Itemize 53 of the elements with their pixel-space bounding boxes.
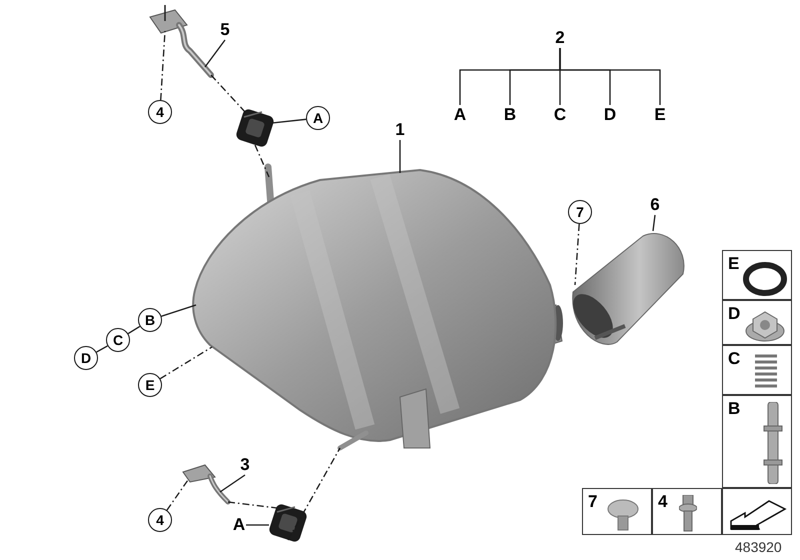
leader-line [574, 224, 580, 286]
part-label: E [728, 254, 740, 274]
leader-line [160, 346, 212, 380]
parts-table-cell [582, 488, 652, 535]
callout-label: 2 [552, 28, 568, 48]
callout-label: B [502, 105, 518, 125]
leader-line [204, 40, 226, 68]
hanger-bracket-drawing [180, 462, 230, 504]
leader-line [210, 74, 246, 114]
leader-line [166, 480, 189, 511]
callout-label: 6 [648, 195, 662, 215]
callout-label: 1 [393, 120, 407, 140]
leader-line [228, 501, 278, 509]
callout-label: C [552, 105, 568, 125]
circled-callout: 7 [568, 200, 592, 224]
part-label: 4 [658, 492, 668, 512]
parts-table-cell [722, 345, 792, 395]
leader-line [246, 524, 269, 526]
circled-callout: B [138, 308, 162, 332]
callout-label: A [232, 515, 246, 535]
part-label: B [728, 399, 740, 419]
circled-callout: 4 [148, 100, 172, 124]
callout-label: 5 [218, 20, 232, 40]
leader-line [272, 118, 306, 124]
part-label: D [728, 304, 740, 324]
leader-line [399, 140, 401, 173]
leader-line [220, 474, 246, 493]
part-label: C [728, 349, 740, 369]
parts-table-cell [722, 488, 792, 535]
part-label: 7 [588, 492, 598, 512]
leader-line [96, 345, 108, 353]
circled-callout: E [138, 373, 162, 397]
parts-table-cell [722, 300, 792, 345]
leader-line [254, 144, 270, 178]
muffler-drawing [190, 165, 565, 450]
callout-label: A [452, 105, 468, 125]
leader-line [652, 214, 656, 232]
leader-line [559, 48, 661, 105]
parts-table-cell [722, 395, 792, 488]
leader-line [160, 30, 166, 100]
parts-table-cell [722, 250, 792, 300]
callout-label: 3 [238, 455, 252, 475]
leader-line [287, 448, 341, 540]
parts-table-cell [652, 488, 722, 535]
circled-callout: D [74, 346, 98, 370]
diagram-number: 483920 [735, 539, 782, 555]
callout-label: E [652, 105, 668, 125]
circled-callout: A [306, 106, 330, 130]
leader-line [128, 326, 140, 334]
callout-label: D [602, 105, 618, 125]
circled-callout: 4 [148, 508, 172, 532]
circled-callout: C [106, 328, 130, 352]
leader-line [161, 304, 196, 317]
